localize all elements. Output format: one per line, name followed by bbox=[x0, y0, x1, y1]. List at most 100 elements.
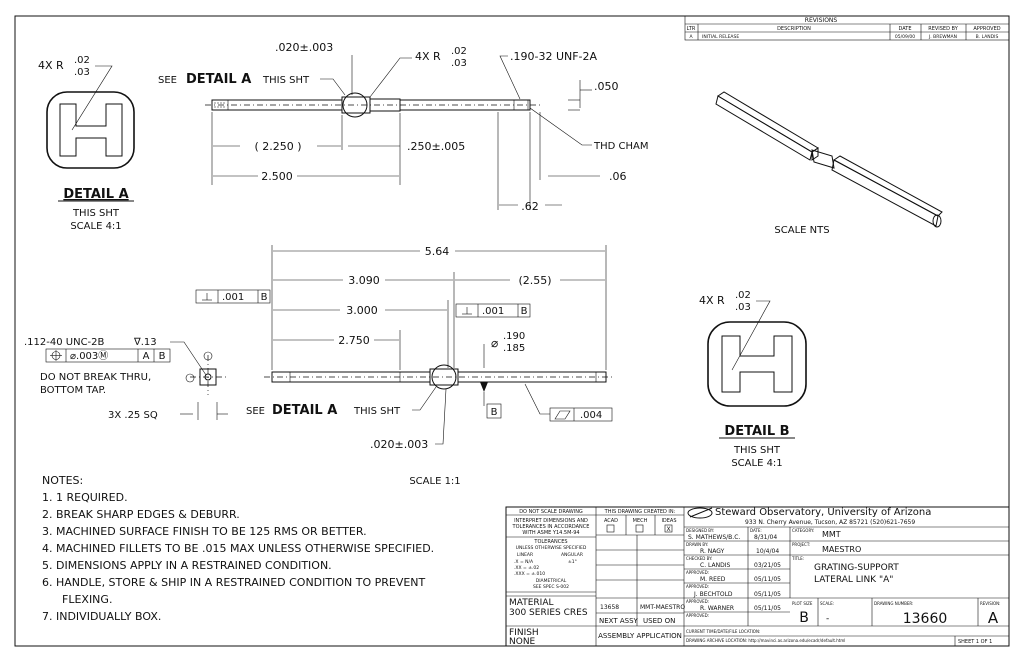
tb-title-1: GRATING-SUPPORT bbox=[814, 563, 899, 573]
tb-cad-acad: ACAD bbox=[604, 518, 618, 524]
tb-dimetrical: DIAMETRICAL bbox=[536, 578, 567, 584]
pos-tol-datum-a: A bbox=[143, 351, 150, 362]
tb-angular: ANGULAR bbox=[561, 552, 583, 558]
tb-see-spec: SEE SPEC S-002 bbox=[533, 584, 569, 590]
tb-category-label: CATEGORY: bbox=[792, 528, 814, 533]
tb-designed-date: 8/31/04 bbox=[754, 534, 777, 541]
tb-approved1: M. REED bbox=[700, 576, 726, 583]
tb-sheet: SHEET 1 OF 1 bbox=[958, 639, 992, 645]
tb-plot-size: B bbox=[799, 610, 809, 626]
detail-a-radius-prefix: 4X R bbox=[38, 59, 64, 72]
tb-address: 933 N. Cherry Avenue, Tucson, AZ 85721 (… bbox=[745, 519, 915, 526]
note-6-cont: FLEXING. bbox=[62, 593, 112, 606]
detail-a: 4X R .02 .03 DETAIL A THIS SHT SCALE 4:1 bbox=[38, 55, 135, 232]
title-block: DO NOT SCALE DRAWING INTERPRET DIMENSION… bbox=[505, 506, 1010, 647]
rev-row-approved: B. LANDIS bbox=[976, 34, 999, 40]
diam-upper: .190 bbox=[503, 331, 525, 342]
tb-drawn-date: 10/4/04 bbox=[756, 548, 779, 555]
rev-row-ltr: A bbox=[689, 34, 693, 40]
note-5: 5. DIMENSIONS APPLY IN A RESTRAINED COND… bbox=[42, 559, 332, 572]
tb-cad-mark: X bbox=[666, 526, 670, 533]
tb-finish: NONE bbox=[509, 637, 536, 647]
tb-finish-label: FINISH bbox=[509, 628, 539, 638]
fcf-perpendicularity-right: .001 B bbox=[455, 303, 531, 318]
tb-scale-label: SCALE: bbox=[820, 601, 834, 606]
detail-a-title: DETAIL A bbox=[63, 187, 128, 202]
top-radius-lower: .03 bbox=[451, 58, 467, 69]
front-view: 5.64 3.090 (2.55) 3.000 2.750 .001 B bbox=[24, 245, 615, 487]
tb-next-assy-name: MMT-MAESTRO bbox=[640, 604, 685, 611]
tb-interpret-1: INTERPRET DIMENSIONS AND bbox=[514, 518, 588, 524]
tb-archive: DRAWING ARCHIVE LOCATION: http://mavinci… bbox=[686, 638, 845, 643]
detail-b-profile bbox=[707, 321, 807, 407]
detail-a-radius-upper: .02 bbox=[74, 55, 90, 66]
revisions-title: REVISIONS bbox=[805, 17, 838, 24]
diam-symbol: ⌀ bbox=[491, 336, 498, 350]
rev-col-revised-by: REVISED BY bbox=[928, 26, 958, 32]
front-this-sht: THIS SHT bbox=[353, 406, 401, 417]
tb-created-in: THIS DRAWING CREATED IN: bbox=[604, 509, 676, 515]
tb-checked-date: 03/21/05 bbox=[754, 562, 781, 569]
hole-note-1: DO NOT BREAK THRU, bbox=[40, 372, 151, 383]
thd-cham-label: THD CHAM bbox=[593, 141, 648, 152]
tb-revision-label: REVISION: bbox=[980, 601, 1000, 606]
cyl-value: .004 bbox=[580, 410, 602, 421]
tb-approved2: J. BECHTOLD bbox=[693, 591, 733, 598]
tb-designed-by: S. MATHEWS/B.C. bbox=[688, 534, 740, 541]
hole-note-2: BOTTOM TAP. bbox=[40, 385, 106, 396]
rev-row-revised-by: J. BREWMAN bbox=[928, 34, 957, 40]
detail-a-sub1: THIS SHT bbox=[72, 208, 120, 219]
detail-a-sub2: SCALE 4:1 bbox=[70, 221, 121, 232]
front-see-label: SEE bbox=[246, 406, 265, 417]
tb-approved2-date: 05/11/05 bbox=[754, 591, 781, 598]
front-detail-a-callout: DETAIL A bbox=[272, 403, 337, 418]
org-logo bbox=[687, 507, 713, 519]
tb-drawing-number-label: DRAWING NUMBER: bbox=[874, 601, 913, 606]
diam-lower: .185 bbox=[503, 343, 525, 354]
detail-b-radius-prefix: 4X R bbox=[699, 294, 725, 307]
dim-250: .250±.005 bbox=[407, 140, 465, 153]
tb-current-time: CURRENT TIME/DATE/FILE LOCATION: bbox=[686, 629, 760, 634]
rev-row-date: 05/09/00 bbox=[895, 34, 915, 40]
square-callout: 3X .25 SQ bbox=[108, 410, 158, 421]
tb-interpret-2: TOLERANCES IN ACCORDANCE bbox=[512, 524, 590, 530]
rev-col-date: DATE bbox=[898, 26, 911, 32]
top-this-sht: THIS SHT bbox=[262, 75, 310, 86]
revisions-table: REVISIONS LTR DESCRIPTION DATE REVISED B… bbox=[684, 15, 1010, 41]
detail-b-sub2: SCALE 4:1 bbox=[731, 458, 782, 469]
top-see-label: SEE bbox=[158, 75, 177, 86]
tb-checked-by: C. LANDIS bbox=[700, 562, 730, 569]
hole-thread-callout: .112-40 UNC-2B bbox=[24, 337, 105, 348]
detail-b-sub1: THIS SHT bbox=[733, 445, 781, 456]
tb-next-assy-num: 13658 bbox=[600, 604, 619, 611]
tb-category: MMT bbox=[822, 530, 841, 539]
dim-2250: ( 2.250 ) bbox=[254, 140, 301, 153]
front-neck-tol: .020±.003 bbox=[370, 438, 428, 451]
fcf1-value: .001 bbox=[222, 292, 244, 303]
tb-next-assy: NEXT ASSY bbox=[599, 617, 639, 625]
dim-564: 5.64 bbox=[425, 245, 450, 258]
top-radius-upper: .02 bbox=[451, 46, 467, 57]
dim-06: .06 bbox=[609, 170, 627, 183]
iso-view: SCALE NTS bbox=[715, 91, 943, 236]
tb-material-label: MATERIAL bbox=[509, 598, 554, 608]
tb-scale: - bbox=[826, 614, 829, 624]
tb-approved1-label: APPROVED: bbox=[686, 570, 709, 575]
tb-approved3-date: 05/11/05 bbox=[754, 605, 781, 612]
tb-tol-xx: .XX = ±.02 bbox=[514, 565, 539, 571]
tb-approved4-label: APPROVED: bbox=[686, 613, 709, 618]
tb-tol-ang: ±1° bbox=[568, 559, 577, 565]
detail-b-title: DETAIL B bbox=[724, 424, 789, 439]
tb-project: MAESTRO bbox=[822, 545, 861, 554]
datum-b-box bbox=[486, 403, 502, 419]
dim-2500: 2.500 bbox=[261, 170, 293, 183]
tb-tolerances: TOLERANCES bbox=[533, 539, 567, 545]
tb-date-label: DATE: bbox=[750, 528, 762, 533]
top-detail-a-callout: DETAIL A bbox=[186, 72, 251, 87]
note-1: 1. 1 REQUIRED. bbox=[42, 491, 128, 504]
detail-b: 4X R .02 .03 DETAIL B THIS SHT SCALE 4:1 bbox=[699, 290, 807, 469]
tb-tol-x: .X = N/A bbox=[514, 559, 534, 565]
detail-a-profile bbox=[46, 91, 135, 169]
tb-project-label: PROJECT: bbox=[792, 542, 810, 547]
